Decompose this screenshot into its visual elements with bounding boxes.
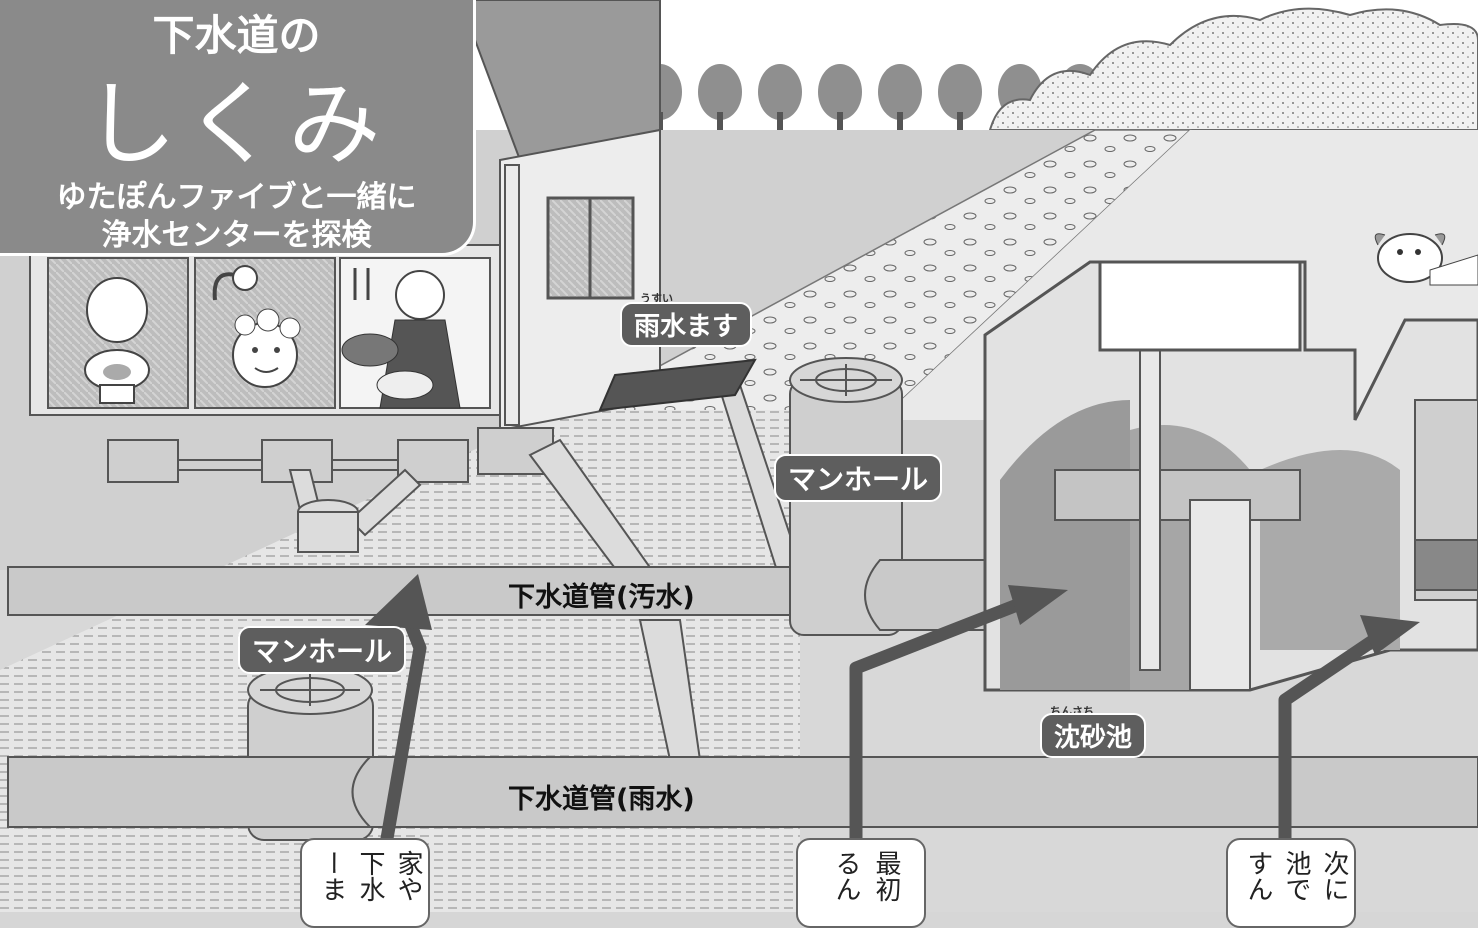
tree-icon [698,64,742,120]
tree-trunk [957,112,963,132]
shower-icon [212,265,301,388]
tree-trunk [717,112,723,132]
caption2-col2: るん [831,850,861,902]
label-sewer-pipe: 下水道管(汚水) [508,582,695,613]
caption2-col1: 最初 [871,850,901,902]
tree-icon [818,64,862,120]
caption1-col1: 家や [393,850,423,902]
title-main: しくみ [84,71,389,178]
label-grit-chamber: 沈砂池 [1040,713,1147,758]
tree-trunk [777,112,783,132]
label-manhole-mid: マンホール [774,454,943,502]
rain-inlet-ruby: うすい [640,292,673,305]
caption-box-2: 最初 るん [796,838,926,928]
tree-trunk [897,112,903,132]
tree-icon [758,64,802,120]
caption3-col2: 池で [1281,850,1311,902]
tree-trunk [837,112,843,132]
tree-icon [878,64,922,120]
caption3-col3: すん [1243,850,1273,902]
caption1-col3: ーま [317,850,347,902]
title-panel: 下水道の しくみ ゆたぽんファイブと一緒に 浄水センターを探検 [0,0,476,256]
caption3-col1: 次に [1319,850,1349,902]
subtitle-line1: ゆたぽんファイブと一緒に [56,180,417,215]
yutapon-dog-icon [1374,233,1478,286]
tree-icon [938,64,982,120]
label-manhole-left: マンホール [238,626,407,674]
caption-box-1: 家や 下水 ーま [300,838,430,928]
label-storm-pipe: 下水道管(雨水) [508,784,695,815]
label-rain-inlet: 雨水ます [620,302,753,347]
caption-box-3: 次に 池で すん [1226,838,1356,928]
title-line1: 下水道の [152,11,321,60]
caption1-col2: 下水 [355,850,385,902]
subtitle-line2: 浄水センターを探検 [101,218,372,253]
kitchen-cook-icon [341,268,461,409]
toilet-icon [84,277,150,404]
